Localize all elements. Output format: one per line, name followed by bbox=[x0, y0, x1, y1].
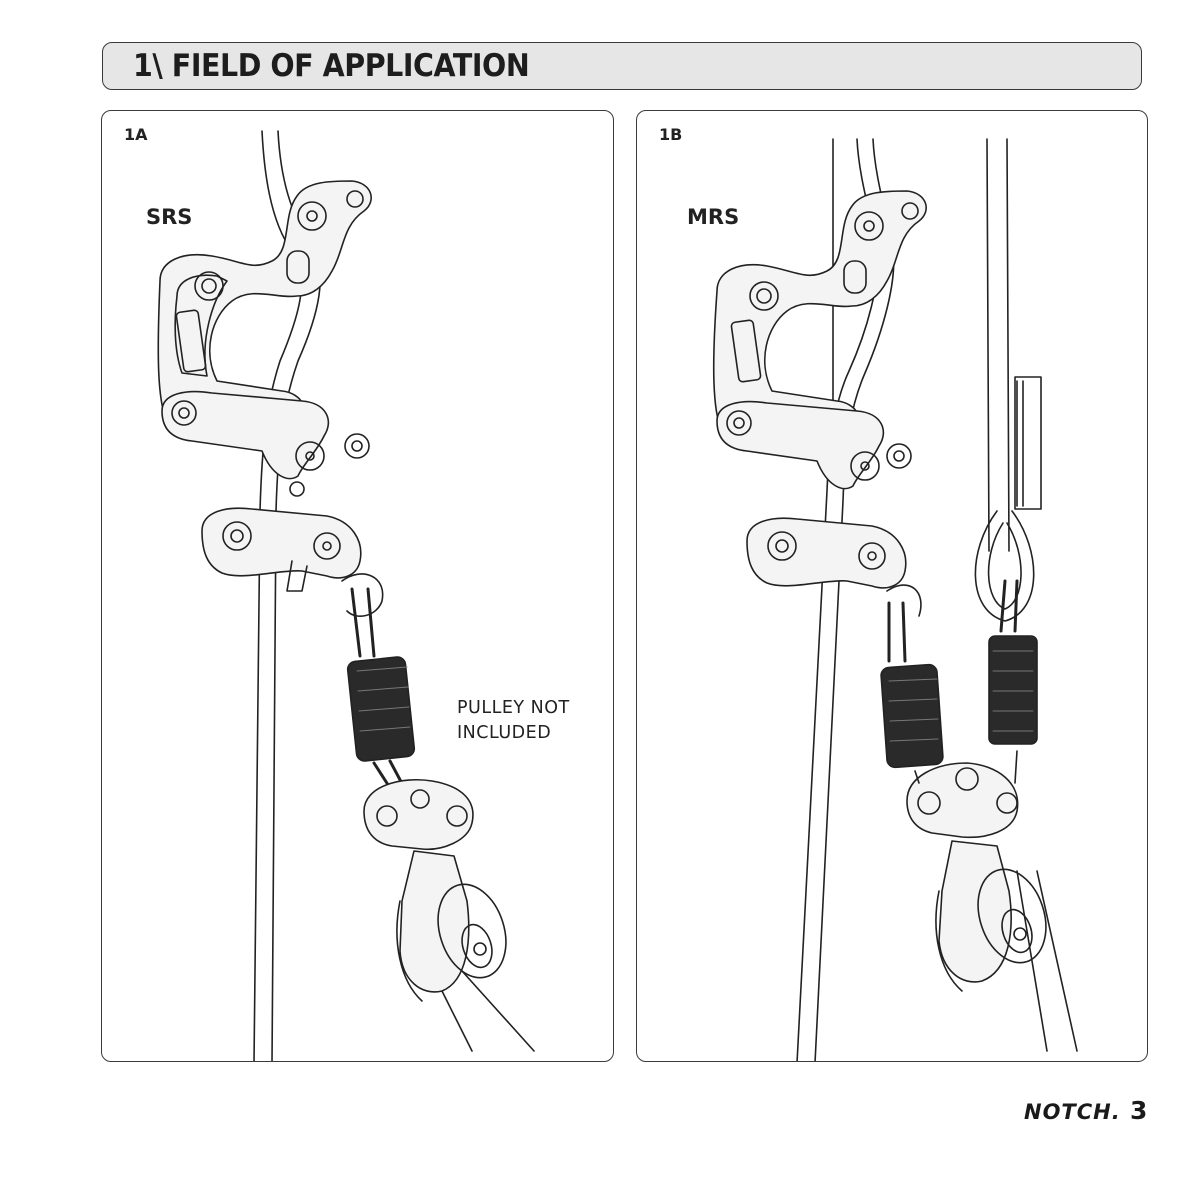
section-title: 1\ FIELD OF APPLICATION bbox=[133, 48, 530, 84]
pulley-note-line-1: PULLEY NOT bbox=[457, 698, 570, 718]
panel-id-label: 1A bbox=[124, 125, 148, 144]
brand-logo-text: NOTCH. bbox=[1024, 1100, 1121, 1124]
system-label: SRS bbox=[146, 205, 193, 229]
panel-id-label: 1B bbox=[659, 125, 683, 144]
system-label: MRS bbox=[687, 205, 740, 229]
srs-device-illustration bbox=[157, 130, 535, 1061]
page-number: 3 bbox=[1130, 1096, 1148, 1125]
section-header: 1\ FIELD OF APPLICATION bbox=[102, 42, 1142, 90]
pulley-note: PULLEY NOT INCLUDED bbox=[457, 696, 607, 746]
mrs-device-illustration bbox=[712, 138, 1078, 1061]
figure-panel-1b: 1B MRS bbox=[636, 110, 1148, 1062]
figure-panel-1a: 1A SRS PULLEY NOT INCLUDED bbox=[101, 110, 614, 1062]
pulley-note-line-2: INCLUDED bbox=[457, 723, 552, 743]
